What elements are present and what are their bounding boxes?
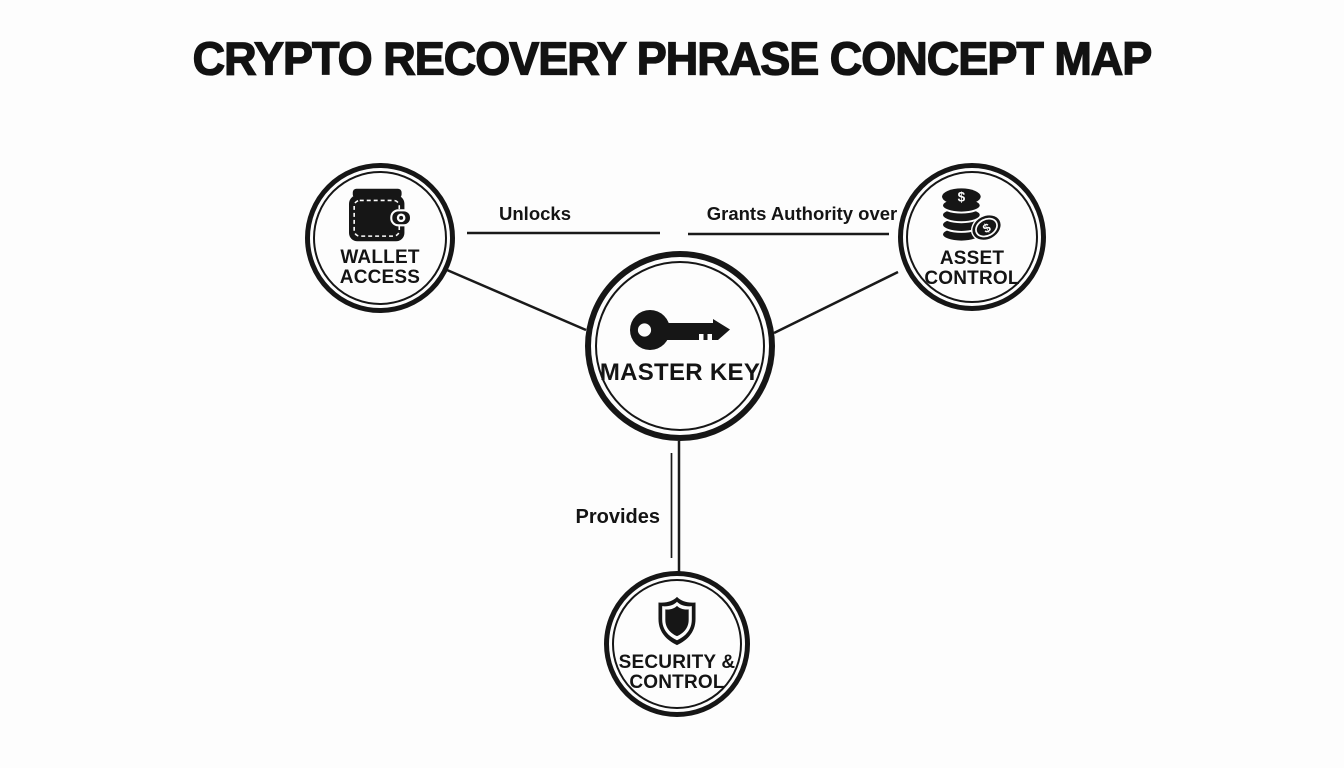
edge-label-unlocks: Unlocks [499,203,571,224]
node-label-security-control: SECURITY & CONTROL [618,652,736,693]
node-wallet-access[interactable]: WALLET ACCESS [305,163,455,313]
node-master-key[interactable]: MASTER KEY [585,251,775,441]
wallet-icon [349,188,411,242]
key-icon [630,310,730,351]
edge-label-provides: Provides [575,506,660,528]
coins-icon: $ $ [941,187,1003,243]
node-label-asset-control: ASSET CONTROL [924,247,1020,289]
dollar-glyph: $ [958,189,966,204]
edge-label-grants-authority: Grants Authority over [706,203,898,224]
edge-line-master-asset [773,270,899,335]
node-security-control[interactable]: SECURITY & CONTROL [604,571,750,717]
edge-line-wallet-master [446,268,587,332]
node-asset-control[interactable]: $ $ ASSET CONTROL [898,163,1046,311]
shield-icon [658,596,696,646]
node-label-master-key: MASTER KEY [599,359,761,387]
node-label-wallet-access: WALLET ACCESS [339,247,421,288]
page-title: CRYPTO RECOVERY PHRASE CONCEPT MAP [192,31,1153,86]
